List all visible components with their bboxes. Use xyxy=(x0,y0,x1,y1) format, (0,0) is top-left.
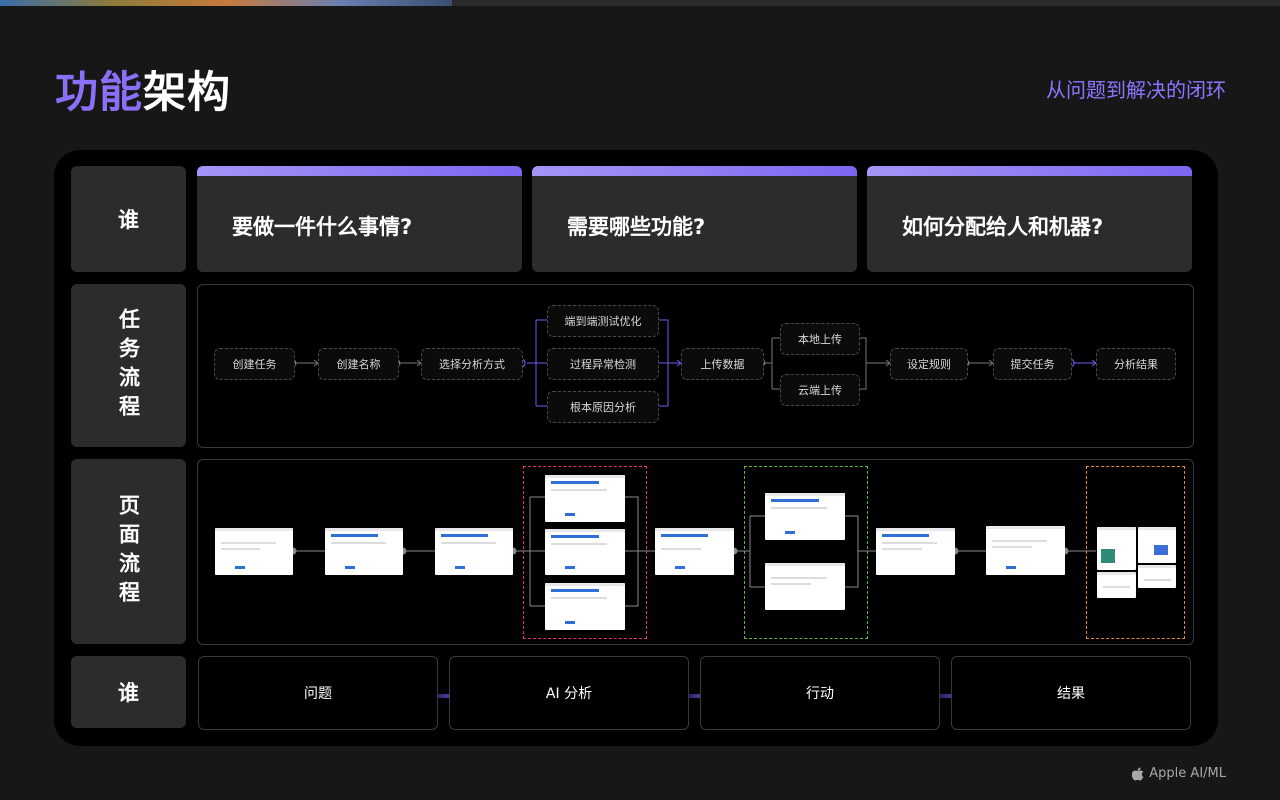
task-node-results: 分析结果 xyxy=(1096,348,1176,380)
task-node-anomaly-detection: 过程异常检测 xyxy=(547,348,659,380)
row-label-who-top: 谁 xyxy=(71,166,186,272)
footer-brand-text: Apple AI/ML xyxy=(1149,766,1226,781)
outcome-card-result: 结果 xyxy=(951,656,1191,730)
question-card-bar xyxy=(867,166,1192,176)
row-label-page-flow: 页面流程 xyxy=(71,459,186,644)
page-group-results xyxy=(1086,466,1185,639)
page-thumbnail xyxy=(435,528,513,575)
page-thumbnail xyxy=(215,528,293,575)
task-node-submit-task: 提交任务 xyxy=(993,348,1072,380)
question-card-bar xyxy=(532,166,857,176)
page-group-upload-options xyxy=(744,466,868,639)
row-label-who-bottom: 谁 xyxy=(71,656,186,728)
page-thumbnail xyxy=(545,475,625,522)
task-node-e2e-optimization: 端到端测试优化 xyxy=(547,305,659,337)
question-text: 需要哪些功能? xyxy=(567,215,706,239)
result-thumbnail xyxy=(1097,572,1136,598)
question-card: 需要哪些功能? xyxy=(532,166,857,272)
task-node-cloud-upload: 云端上传 xyxy=(780,374,860,406)
task-node-create-task: 创建任务 xyxy=(214,348,295,380)
question-text: 要做一件什么事情? xyxy=(232,215,413,239)
outcome-card-ai-analysis: AI 分析 xyxy=(449,656,689,730)
row-label-task-flow: 任务流程 xyxy=(71,284,186,447)
page-thumbnail xyxy=(545,529,625,575)
task-node-upload-data: 上传数据 xyxy=(681,348,764,380)
page-subtitle: 从问题到解决的闭环 xyxy=(1046,78,1226,102)
page-thumbnail xyxy=(765,563,845,610)
task-node-root-cause: 根本原因分析 xyxy=(547,391,659,423)
page-title: 功能架构 xyxy=(55,58,231,120)
result-thumbnail xyxy=(1138,565,1176,588)
page-thumbnail xyxy=(325,528,403,575)
page-group-analysis-methods xyxy=(523,466,647,639)
outcome-card-problem: 问题 xyxy=(198,656,438,730)
question-card: 要做一件什么事情? xyxy=(197,166,522,272)
task-node-local-upload: 本地上传 xyxy=(780,323,860,355)
apple-logo-icon xyxy=(1132,767,1144,780)
progress-bar-fill xyxy=(0,0,452,6)
page-thumbnail xyxy=(986,526,1065,575)
page-thumbnail xyxy=(765,493,845,540)
task-node-choose-method: 选择分析方式 xyxy=(421,348,523,380)
outcome-card-action: 行动 xyxy=(700,656,940,730)
page-thumbnail xyxy=(655,528,734,575)
progress-bar xyxy=(0,0,1280,6)
page-thumbnail xyxy=(876,528,955,575)
result-thumbnail xyxy=(1138,527,1176,563)
question-text: 如何分配给人和机器? xyxy=(902,215,1104,239)
title-rest: 架构 xyxy=(143,68,231,118)
task-node-create-name: 创建名称 xyxy=(318,348,399,380)
footer-brand: Apple AI/ML xyxy=(1132,766,1226,781)
task-node-set-rules: 设定规则 xyxy=(890,348,968,380)
question-card: 如何分配给人和机器? xyxy=(867,166,1192,272)
title-accent: 功能 xyxy=(55,68,143,118)
result-thumbnail xyxy=(1097,527,1136,570)
page-thumbnail xyxy=(545,583,625,630)
question-card-bar xyxy=(197,166,522,176)
